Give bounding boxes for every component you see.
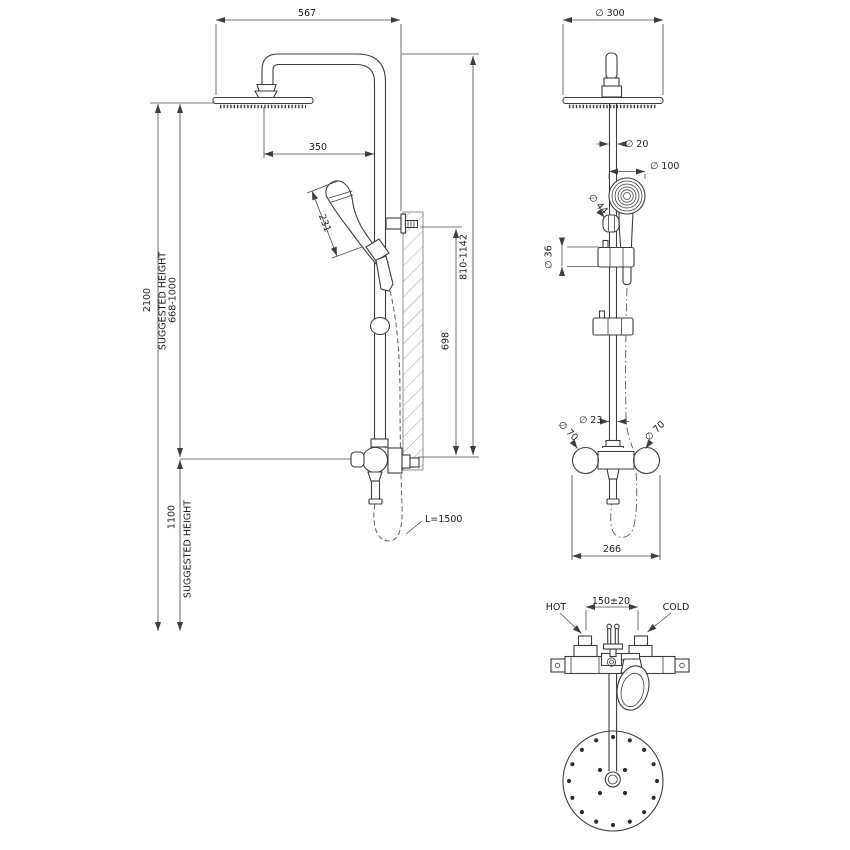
hand-shower-top	[616, 652, 650, 711]
dia-44-label: ∅ 44	[586, 192, 610, 217]
rain-shower-head-side	[212, 96, 314, 105]
dia-300-label: ∅ 300	[595, 8, 624, 19]
mixer-knob-left-front	[571, 446, 600, 475]
mixer-knob-right-front	[632, 446, 661, 475]
dim-150-20: 150±20	[585, 596, 639, 630]
suggested-height-upper-label: SUGGESTED HEIGHT	[158, 252, 169, 350]
dim-dia-70-left: ∅ 70	[556, 419, 580, 449]
dim-dia-44: ∅ 44	[586, 192, 610, 218]
dia-20-label: ∅ 20	[625, 139, 648, 150]
dia-70-right-label: ∅ 70	[643, 419, 667, 443]
screw-hole-right	[679, 662, 685, 669]
rail-slider-knob-front	[602, 214, 620, 233]
dim-266: 266	[571, 475, 661, 560]
dia-100-label: ∅ 100	[650, 161, 679, 172]
screw-hole-left	[554, 662, 561, 669]
dia-23-label: ∅ 23	[579, 415, 602, 426]
dim-dia-36: ∅ 36	[544, 237, 599, 276]
mixer-outlet-front	[606, 498, 620, 505]
mixer-handles-top	[602, 623, 624, 658]
dim-567: 567	[215, 8, 402, 211]
mixer-knob-side	[350, 451, 365, 468]
dim-698-label: 698	[441, 332, 452, 350]
dim-150-20-label: 150±20	[592, 596, 630, 607]
upper-wall-bracket-side	[385, 213, 419, 234]
top-view: 150±20 HOT COLD	[546, 596, 690, 832]
cold-label: COLD	[663, 602, 690, 613]
dim-698: 698	[420, 226, 462, 455]
side-view: 2100 SUGGESTED HEIGHT 668-1000 1100 SUGG…	[142, 8, 479, 631]
rain-shower-head-top	[562, 673, 664, 832]
front-view: ∅ 300 ∅ 20 ∅ 100 ∅ 44 ∅ 36	[544, 8, 679, 560]
dim-350: 350	[263, 107, 374, 158]
hand-shower-holder-side	[365, 238, 390, 262]
hose-length-label: L=1500	[425, 514, 462, 525]
hose-length-callout: L=1500	[405, 514, 462, 535]
dim-810-1142-label: 810-1142	[459, 234, 470, 280]
dim-1100-label: 1100	[167, 505, 178, 529]
height-dimensions: 2100 SUGGESTED HEIGHT 668-1000 1100 SUGG…	[142, 102, 351, 631]
dim-350-label: 350	[309, 142, 327, 153]
dim-810-1142: 810-1142	[401, 53, 479, 458]
hand-shower-hose-side	[373, 290, 403, 542]
rail-slider-knob-side	[369, 316, 391, 336]
riser-pipe-front	[608, 103, 618, 442]
cold-inlet	[628, 635, 653, 658]
dim-266-label: 266	[603, 544, 621, 555]
hot-inlet	[573, 635, 598, 658]
head-connector-front	[601, 52, 623, 98]
mount-ear-left	[550, 658, 566, 673]
thermostatic-mixer-front	[571, 439, 661, 505]
dim-668-1000-label: 668-1000	[168, 277, 179, 323]
head-connector-side	[254, 83, 278, 99]
wall-section-hatched	[402, 211, 424, 471]
dia-70-left-label: ∅ 70	[556, 419, 580, 443]
hand-shower-side	[325, 180, 394, 292]
hot-callout: HOT	[546, 602, 582, 634]
dim-dia-100: ∅ 100	[608, 161, 679, 179]
mixer-outlet-side	[368, 498, 383, 505]
rain-head-nozzle-dots	[566, 734, 660, 828]
hand-shower-hose-front	[610, 287, 638, 538]
dim-231-label: 231	[316, 213, 333, 234]
hot-label: HOT	[546, 602, 567, 613]
dim-dia-20: ∅ 20	[597, 139, 648, 150]
suggested-height-lower-label: SUGGESTED HEIGHT	[183, 500, 194, 598]
rail-bracket-lower-front	[592, 310, 634, 336]
dim-dia-23: ∅ 23	[579, 415, 629, 426]
dim-2100-label: 2100	[142, 288, 153, 312]
dim-dia-300: ∅ 300	[562, 8, 664, 95]
shower-arm-and-riser-side	[261, 53, 387, 449]
rain-shower-head-front	[562, 96, 664, 105]
dim-dia-70-right: ∅ 70	[643, 419, 667, 449]
mixer-top	[550, 623, 690, 711]
dia-36-label: ∅ 36	[544, 245, 555, 268]
mixer-valve-side	[350, 438, 420, 505]
rail-bracket-upper-front	[597, 239, 635, 268]
cold-callout: COLD	[647, 602, 690, 633]
dim-567-label: 567	[298, 8, 316, 19]
mount-ear-right	[674, 658, 690, 673]
